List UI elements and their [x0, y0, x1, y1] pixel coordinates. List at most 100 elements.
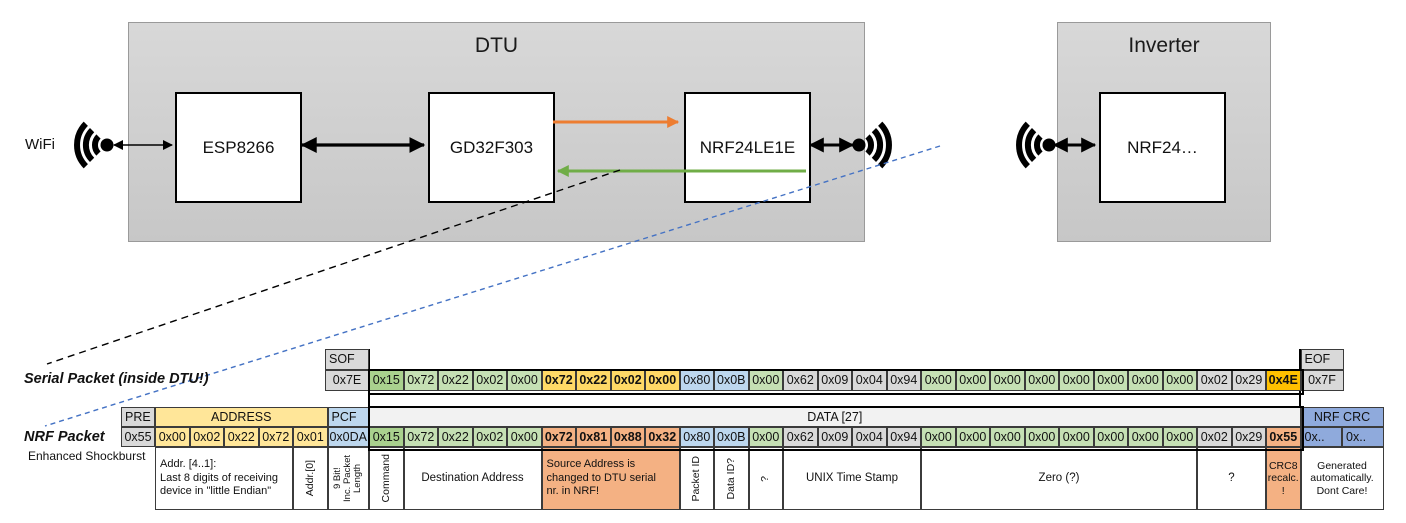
serial-byte-2: 0x22 — [438, 370, 473, 391]
serial-byte-25: 0x29 — [1231, 370, 1266, 391]
nrf-byte-20: 0x00 — [1059, 427, 1094, 447]
nrf-address-byte-3: 0x72 — [258, 427, 293, 447]
annotation-dest: Destination Address — [403, 447, 542, 510]
serial-byte-22: 0x00 — [1128, 370, 1163, 391]
eof-header: EOF — [1300, 349, 1344, 370]
nrf-byte-8: 0x32 — [645, 427, 680, 447]
annotation-zero: Zero (?) — [921, 447, 1197, 510]
nrf-address-byte-4: 0x01 — [293, 427, 328, 447]
serial-byte-1: 0x72 — [403, 370, 438, 391]
nrf-byte-21: 0x00 — [1093, 427, 1128, 447]
nrf-byte-14: 0x04 — [852, 427, 887, 447]
nrf-byte-2: 0x22 — [438, 427, 473, 447]
nrf-crc-header: NRF CRC — [1300, 407, 1384, 427]
pcf-header: PCF — [327, 407, 369, 427]
serial-byte-6: 0x22 — [576, 370, 611, 391]
chip-gd32f303: GD32F303 — [428, 92, 555, 203]
nrf-packet-table: PRE ADDRESS PCF DATA [27] NRF CRC 0x55 0… — [121, 407, 1384, 510]
serial-byte-13: 0x09 — [817, 370, 852, 391]
enhanced-shockburst-label: Enhanced Shockburst — [28, 449, 146, 463]
nrf-byte-5: 0x72 — [541, 427, 576, 447]
annotation-q1: ? — [748, 447, 783, 510]
serial-byte-15: 0x94 — [886, 370, 921, 391]
nrf-byte-3: 0x02 — [472, 427, 507, 447]
address-header: ADDRESS — [155, 407, 328, 427]
serial-header-spacer — [369, 349, 1301, 370]
nrf-byte-12: 0x62 — [783, 427, 818, 447]
annotation-packet_id: Packet ID — [679, 447, 714, 510]
serial-byte-10: 0x0B — [714, 370, 749, 391]
serial-byte-7: 0x02 — [610, 370, 645, 391]
inverter-title: Inverter — [1128, 34, 1200, 57]
nrf-byte-18: 0x00 — [990, 427, 1025, 447]
pre-header: PRE — [121, 407, 155, 427]
serial-byte-11: 0x00 — [748, 370, 783, 391]
serial-byte-21: 0x00 — [1093, 370, 1128, 391]
nrf-byte-19: 0x00 — [1024, 427, 1059, 447]
nrf-byte-9: 0x80 — [679, 427, 714, 447]
serial-byte-4: 0x00 — [507, 370, 542, 391]
annotation-gen: Generated automatically. Dont Care! — [1300, 447, 1384, 510]
pcf-byte: 0x0DA — [327, 427, 369, 447]
nrf-crc-byte-0: 0x.. — [1300, 427, 1342, 447]
nrf-byte-16: 0x00 — [921, 427, 956, 447]
nrf-address-byte-1: 0x02 — [189, 427, 224, 447]
chip-nrf24le1e-label: NRF24LE1E — [699, 137, 796, 157]
annotation-q2: ? — [1197, 447, 1266, 510]
nrf-byte-24: 0x02 — [1197, 427, 1232, 447]
nrf-byte-0: 0x15 — [369, 427, 404, 447]
nrf-byte-25: 0x29 — [1231, 427, 1266, 447]
serial-byte-20: 0x00 — [1059, 370, 1094, 391]
chip-nrf24-inverter-label: NRF24… — [1127, 137, 1198, 157]
annotation-data_id: Data ID? — [714, 447, 749, 510]
eof-byte: 0x7F — [1300, 370, 1344, 391]
serial-byte-24: 0x02 — [1197, 370, 1232, 391]
chip-nrf24-inverter: NRF24… — [1099, 92, 1226, 203]
nrf-byte-1: 0x72 — [403, 427, 438, 447]
serial-byte-16: 0x00 — [921, 370, 956, 391]
serial-byte-18: 0x00 — [990, 370, 1025, 391]
serial-byte-5: 0x72 — [541, 370, 576, 391]
serial-byte-8: 0x00 — [645, 370, 680, 391]
nrf-byte-13: 0x09 — [817, 427, 852, 447]
inverter-container: Inverter — [1057, 22, 1271, 242]
wifi-icon — [850, 111, 908, 179]
sof-header: SOF — [325, 349, 369, 370]
nrf-byte-23: 0x00 — [1162, 427, 1197, 447]
annotation-unix: UNIX Time Stamp — [783, 447, 921, 510]
annotation-addr_4_1: Addr. [4..1]: Last 8 digits of receiving… — [155, 447, 293, 510]
data-header: DATA [27] — [369, 407, 1301, 427]
nrf-address-byte-2: 0x22 — [224, 427, 259, 447]
serial-byte-12: 0x62 — [783, 370, 818, 391]
annotation-crc8: CRC8 recalc. ! — [1266, 447, 1301, 510]
nrf-byte-4: 0x00 — [507, 427, 542, 447]
wifi-icon — [1000, 111, 1058, 179]
nrf-packet-label: NRF Packet — [24, 429, 105, 445]
chip-esp8266: ESP8266 — [175, 92, 302, 203]
sof-byte: 0x7E — [325, 370, 369, 391]
annotation-pcf_len: 9 Bit! Inc. Packet Length — [327, 447, 369, 510]
wifi-icon — [58, 111, 116, 179]
nrf-byte-22: 0x00 — [1128, 427, 1163, 447]
serial-byte-23: 0x00 — [1162, 370, 1197, 391]
nrf-crc-byte-1: 0x.. — [1342, 427, 1384, 447]
pre-byte: 0x55 — [121, 427, 155, 447]
nrf-byte-6: 0x81 — [576, 427, 611, 447]
nrf-address-byte-0: 0x00 — [155, 427, 190, 447]
serial-byte-19: 0x00 — [1024, 370, 1059, 391]
wifi-label: WiFi — [25, 136, 55, 153]
serial-packet-label: Serial Packet (inside DTU!) — [24, 371, 209, 387]
annotation-addr_0: Addr.[0] — [293, 447, 328, 510]
chip-esp8266-label: ESP8266 — [202, 137, 275, 157]
nrf-byte-17: 0x00 — [955, 427, 990, 447]
serial-byte-9: 0x80 — [679, 370, 714, 391]
serial-byte-17: 0x00 — [955, 370, 990, 391]
serial-byte-0: 0x15 — [369, 370, 404, 391]
nrf-byte-10: 0x0B — [714, 427, 749, 447]
nrf-byte-11: 0x00 — [748, 427, 783, 447]
dtu-title: DTU — [474, 34, 519, 57]
serial-byte-26: 0x4E — [1266, 370, 1301, 391]
serial-byte-14: 0x04 — [852, 370, 887, 391]
